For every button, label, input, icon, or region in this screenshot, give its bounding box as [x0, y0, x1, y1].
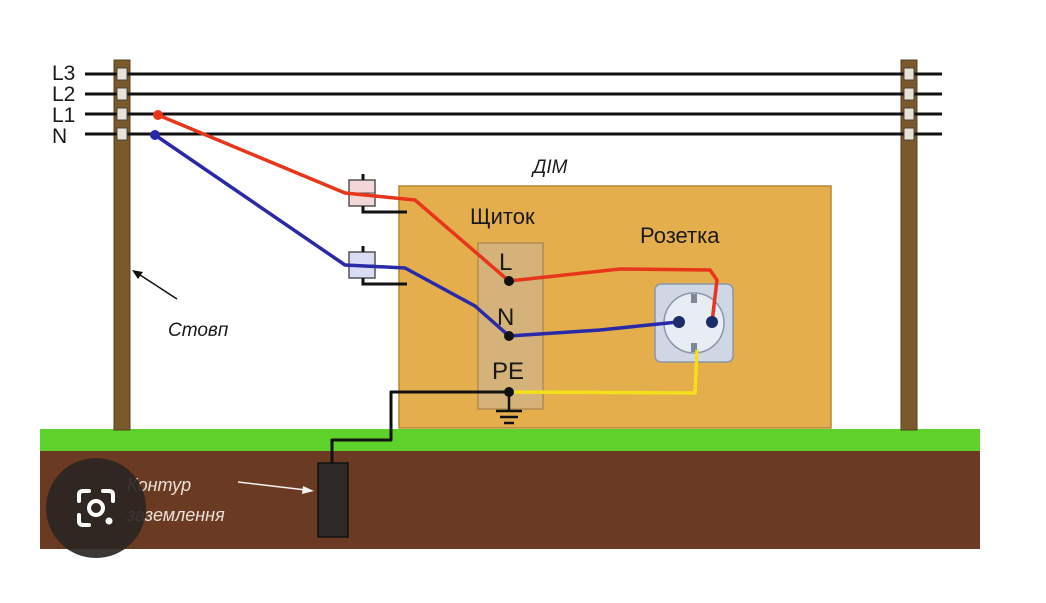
pole-arrow [136, 272, 178, 300]
pole-arrowhead [132, 270, 143, 279]
line-label-l2: L2 [52, 83, 75, 106]
terminal-pe-dot [504, 387, 514, 397]
soil [40, 450, 980, 549]
terminal-pe-label: PE [492, 358, 524, 385]
ground-arrowhead [302, 486, 314, 494]
lens-button[interactable] [46, 458, 146, 558]
ground-electrode [317, 462, 349, 538]
ground-wire [330, 390, 509, 463]
ground-arrow [237, 481, 307, 491]
overhead-lines [85, 72, 942, 136]
neutral-wire [154, 133, 679, 338]
ground-label-line-1: Контур [127, 475, 191, 495]
line-label-l1: L1 [52, 104, 75, 127]
terminal-l-label: L [499, 249, 512, 276]
terminal-n-label: N [497, 304, 514, 331]
insulators [116, 67, 915, 141]
terminal-l-dot [504, 276, 514, 286]
socket-pin-n [673, 316, 685, 328]
house [398, 185, 832, 429]
pole-right [900, 59, 918, 431]
phase-tap-point [153, 110, 163, 120]
ground-symbol-icon [496, 409, 522, 425]
phase-wire [157, 113, 719, 323]
distribution-panel [477, 242, 544, 410]
neutral-tap-point [150, 130, 160, 140]
grass [40, 429, 980, 451]
pole-label: Стовп [168, 320, 229, 341]
lens-icon [77, 489, 115, 527]
socket-pin-l [706, 316, 718, 328]
panel-label: Щиток [470, 204, 535, 229]
line-label-l3: L3 [52, 62, 75, 85]
terminal-n-dot [504, 331, 514, 341]
pole-left [113, 59, 131, 431]
house-label: ДІМ [531, 157, 568, 178]
socket-label: Розетка [640, 223, 720, 248]
ground-label-line-2: заземлення [126, 505, 225, 525]
pe-wire [508, 349, 699, 395]
line-label-n: N [52, 125, 67, 148]
